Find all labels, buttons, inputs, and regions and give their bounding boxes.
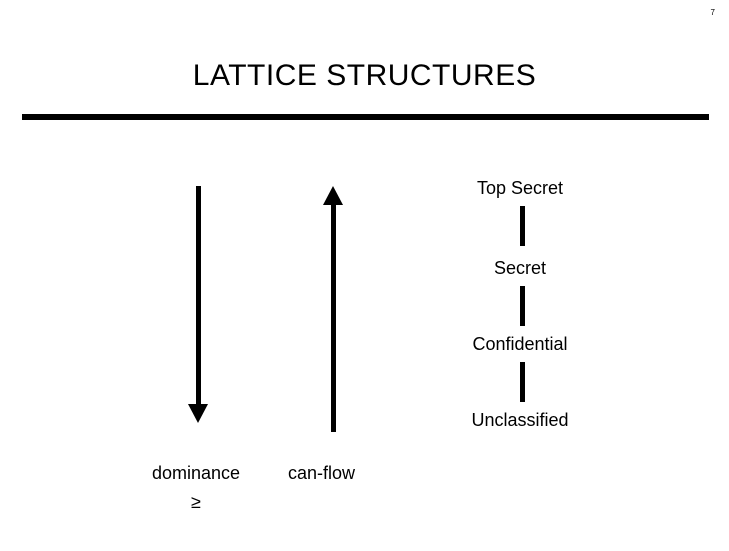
dominance-label: dominance [151,463,241,483]
lattice-connector-2 [520,286,525,326]
lattice-level-unclassified: Unclassified [471,410,569,430]
arrow-head-down [188,404,208,423]
lattice-connector-1 [520,206,525,246]
arrow-shaft [196,186,201,406]
page-title: LATTICE STRUCTURES [192,59,537,92]
page-number: 7 [710,8,715,17]
dominance-symbol: ≥ [191,492,201,512]
lattice-connector-3 [520,362,525,402]
lattice-level-top-secret: Top Secret [476,178,564,198]
title-divider [22,114,709,120]
arrow-head-up [323,186,343,205]
arrow-shaft [331,204,336,432]
lattice-level-secret: Secret [493,258,547,278]
can-flow-label: can-flow [288,463,356,483]
lattice-level-confidential: Confidential [472,334,568,354]
